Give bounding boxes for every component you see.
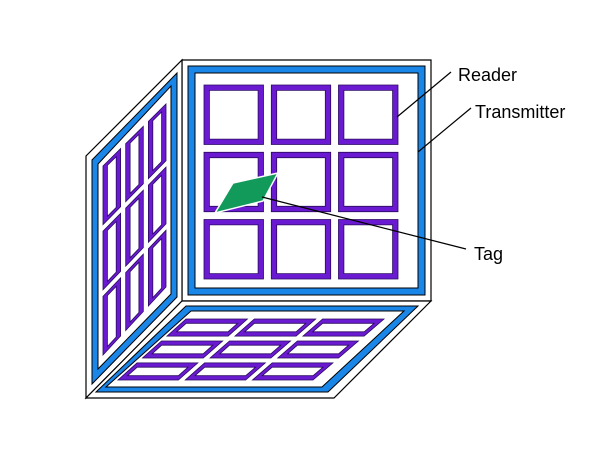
back-reader-coil-inner [208,224,259,275]
bottom-reader-coil-inner [243,322,307,333]
bottom-reader-coil-inner [126,366,190,377]
back-reader-coil-inner [343,90,394,140]
bottom-reader-grid [116,318,386,381]
tag-label: Tag [474,244,503,264]
bottom-reader-coil-inner [218,344,282,355]
bottom-reader-coil-inner [286,344,350,355]
back-reader-coil-inner [276,157,326,207]
back-reader-coil-inner [343,157,394,207]
bottom-reader-coil-inner [193,366,257,377]
back-reader-coil-inner [208,90,259,140]
bottom-reader-coil-inner [311,322,376,333]
left-reader-coil-inner [129,133,140,195]
left-reader-coil-inner [107,285,117,348]
bottom-face [84,300,433,399]
reader-label: Reader [458,65,517,85]
bottom-reader-coil-inner [175,322,239,333]
back-reader-coil-inner [276,224,326,275]
transmitter-leader-line [417,107,472,153]
left-reader-coil-inner [107,155,117,218]
bottom-reader-coil-inner [261,366,325,377]
tag [213,171,280,215]
left-reader-coil-inner [152,237,163,299]
left-reader-coil-inner [152,174,163,235]
back-reader-grid [203,84,399,280]
back-face [181,59,432,302]
left-reader-grid [102,103,167,357]
left-face [85,58,183,400]
left-reader-coil-inner [152,111,163,172]
left-reader-coil-inner [129,197,140,259]
left-reader-coil-inner [107,220,117,283]
back-reader-coil-inner [276,90,326,140]
left-reader-coil-inner [129,261,140,324]
bottom-reader-coil-inner [151,344,214,355]
back-reader-coil-inner [343,224,394,275]
tag-leader-line [261,196,467,250]
reader-leader-line [396,71,452,118]
transmitter-label: Transmitter [475,102,565,122]
